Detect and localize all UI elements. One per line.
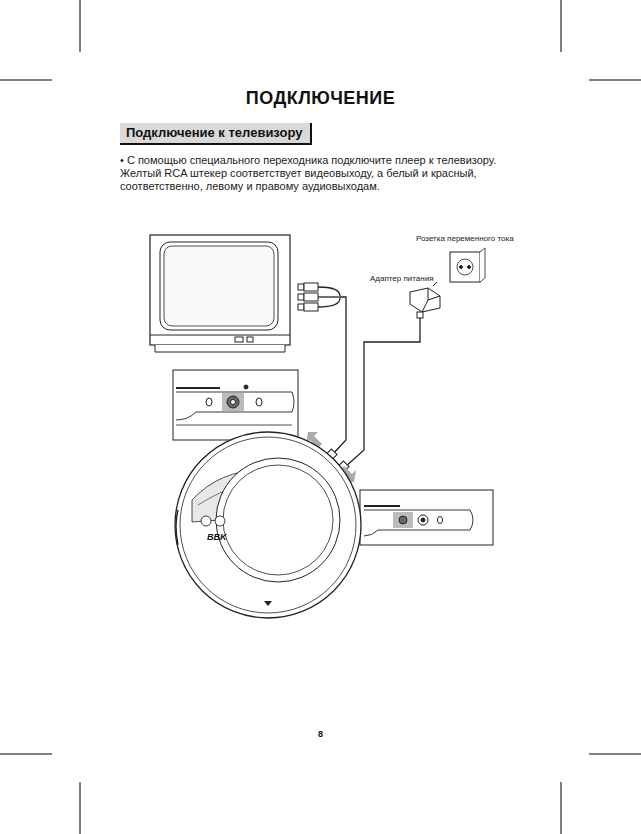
wall-socket <box>450 248 485 282</box>
inset-video-jack <box>173 370 298 440</box>
page-number: 8 <box>0 729 641 739</box>
section-heading-box: Подключение к телевизору <box>120 123 312 145</box>
rca-plugs <box>298 283 318 311</box>
power-adapter <box>410 282 440 318</box>
adapter-label: Адаптер питания <box>370 274 434 283</box>
tv-set <box>150 235 290 352</box>
av-cable <box>318 287 346 455</box>
cd-player <box>175 432 361 618</box>
body-text: • С помощью специального переходника под… <box>120 154 520 193</box>
inset-dc-jack <box>360 490 493 545</box>
page-title: ПОДКЛЮЧЕНИЕ <box>0 88 641 109</box>
power-cable <box>344 318 420 468</box>
brand-logo: BBK <box>207 532 227 542</box>
section-heading: Подключение к телевизору <box>126 125 302 140</box>
socket-label: Розетка переменного тока <box>416 234 514 243</box>
